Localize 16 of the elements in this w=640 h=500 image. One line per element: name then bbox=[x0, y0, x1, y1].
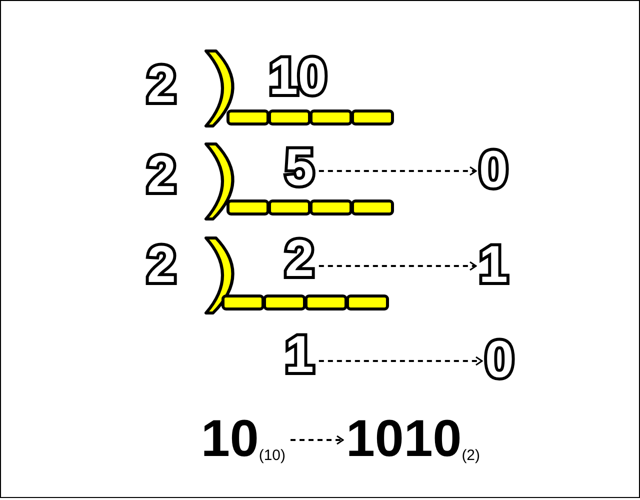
number-with-base: 10$_{(10)}$ bbox=[201, 413, 286, 465]
outlined-number: 2 bbox=[147, 59, 176, 111]
outlined-number: 2 bbox=[147, 239, 176, 291]
dashed-arrow bbox=[318, 356, 483, 366]
outlined-number: 1 bbox=[285, 329, 314, 381]
dashed-arrow bbox=[290, 435, 344, 445]
outlined-number: 0 bbox=[479, 144, 508, 196]
outlined-number: 10 bbox=[269, 51, 327, 103]
dashed-arrow bbox=[318, 166, 477, 176]
dashed-arrow bbox=[318, 261, 477, 271]
number-with-base: 1010$_{(2)}$ bbox=[346, 413, 480, 465]
outlined-number: 5 bbox=[285, 142, 314, 194]
outlined-number: 2 bbox=[147, 149, 176, 201]
outlined-number: 2 bbox=[285, 233, 314, 285]
outlined-number: 1 bbox=[479, 239, 508, 291]
outlined-number: 0 bbox=[485, 334, 514, 386]
